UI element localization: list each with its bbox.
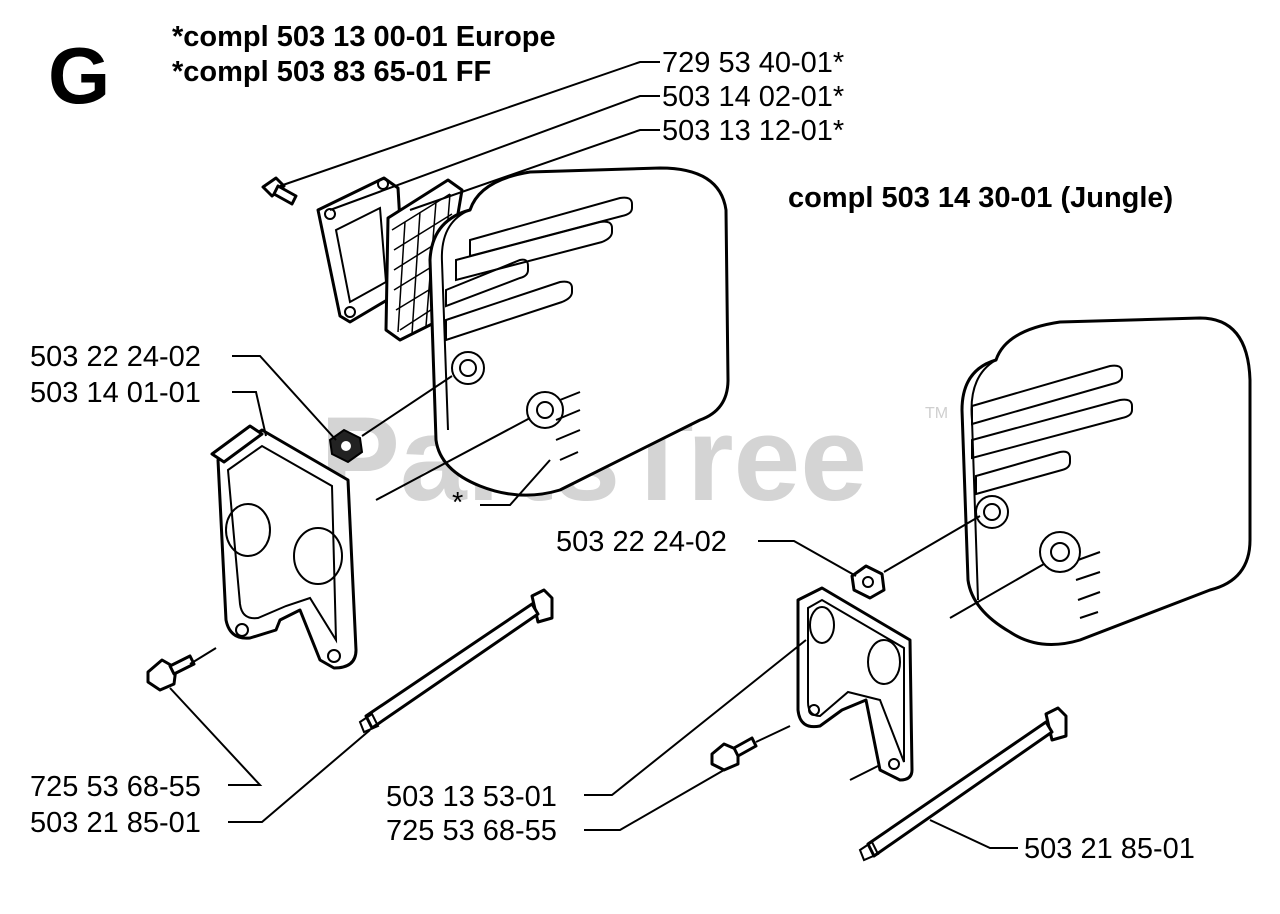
left-muffler-part — [428, 166, 730, 497]
leader-lines — [169, 61, 1045, 849]
left-long-bolt-part — [358, 588, 554, 734]
label-left-bolt: 503 21 85-01 — [30, 807, 201, 839]
section-letter: G — [48, 31, 110, 120]
right-screw-part — [710, 736, 758, 772]
label-right-screw: 725 53 68-55 — [386, 815, 557, 847]
label-503-14-02-01: 503 14 02-01* — [662, 81, 844, 113]
label-503-13-12-01: 503 13 12-01* — [662, 115, 844, 147]
left-gasket-plate-part — [210, 424, 358, 670]
right-nut-part — [850, 564, 886, 600]
header-line-2: *compl 503 83 65-01 FF — [172, 56, 491, 88]
label-right-bolt: 503 21 85-01 — [1024, 833, 1195, 865]
top-screw-part — [261, 176, 298, 206]
label-left-gasket: 503 14 01-01 — [30, 377, 201, 409]
jungle-kit-label: compl 503 14 30-01 (Jungle) — [788, 182, 1173, 214]
label-729-53-40-01: 729 53 40-01* — [662, 47, 844, 79]
label-asterisk: * — [452, 487, 463, 519]
watermark-tm: TM — [925, 405, 948, 422]
right-long-bolt-part — [858, 706, 1068, 862]
left-nut-part — [328, 428, 364, 464]
label-left-screw: 725 53 68-55 — [30, 771, 201, 803]
right-muffler-part — [960, 316, 1252, 646]
label-left-nut: 503 22 24-02 — [30, 341, 201, 373]
label-right-nut: 503 22 24-02 — [556, 526, 727, 558]
label-right-plate: 503 13 53-01 — [386, 781, 557, 813]
header-line-1: *compl 503 13 00-01 Europe — [172, 21, 556, 53]
left-screw-part — [146, 654, 196, 692]
right-plate-part — [796, 586, 914, 782]
